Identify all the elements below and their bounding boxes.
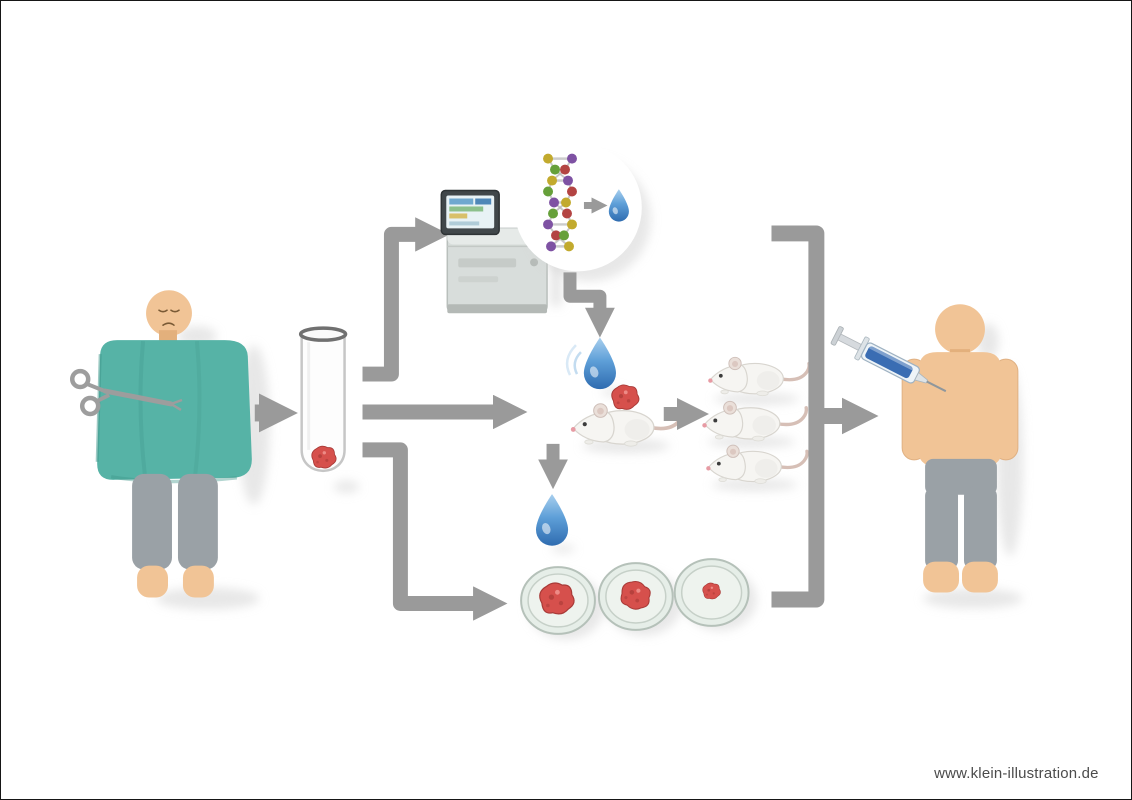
dna-beads — [543, 153, 577, 252]
mouse-colony — [700, 355, 811, 486]
colony-mouse-3 — [704, 443, 809, 486]
tube-glass — [300, 332, 346, 473]
tube-rim — [298, 326, 348, 342]
test-tube — [298, 326, 348, 473]
standing-foot-left — [923, 561, 960, 593]
drug-drop-cells — [535, 494, 569, 546]
standing-leg-left — [925, 486, 959, 570]
tumor-sample — [311, 445, 337, 469]
collect-bracket — [771, 225, 879, 608]
petri-dish-1 — [520, 566, 596, 635]
standing-torso — [917, 352, 1003, 467]
biopsy-instrument-icon — [69, 368, 183, 417]
arrow-tube-to-sequencer — [362, 217, 450, 382]
petri-dish-2 — [597, 562, 674, 631]
screen-data-bands — [449, 198, 492, 226]
mouse-tumor — [611, 384, 640, 410]
patient-standing — [901, 304, 1019, 593]
patient-leg-right — [177, 473, 218, 570]
standing-foot-right — [962, 561, 998, 593]
syringe-icon — [830, 326, 947, 393]
arrow-tube-to-dishes — [362, 442, 508, 621]
standing-head — [935, 304, 985, 355]
analysis-circle — [514, 143, 642, 272]
syringe-needle — [926, 380, 947, 393]
drug-drop-mouse — [565, 337, 616, 390]
patient-foot-left — [137, 565, 168, 598]
patient-lying — [69, 290, 252, 598]
standing-leg-right — [964, 486, 997, 570]
syringe-liquid — [865, 346, 913, 379]
patient-face — [158, 309, 180, 326]
patient-head — [146, 290, 192, 337]
colony-mouse-2 — [700, 399, 809, 443]
colony-mouse-1 — [706, 355, 811, 398]
machine-monitor — [440, 189, 500, 236]
watermark-text: www.klein-illustration.de — [933, 765, 1099, 782]
dna-helix-icon — [543, 153, 577, 252]
machine-button — [530, 258, 539, 267]
patient-leg-left — [132, 473, 172, 570]
standing-hips — [925, 458, 997, 495]
sample-slot — [458, 258, 517, 268]
petri-dish-3 — [673, 558, 750, 627]
patient-neck — [159, 330, 177, 343]
petri-dishes — [520, 558, 750, 635]
surgical-drape — [97, 340, 252, 480]
patient-foot-right — [182, 565, 214, 598]
arrow-analysis-to-mouse — [563, 272, 615, 338]
